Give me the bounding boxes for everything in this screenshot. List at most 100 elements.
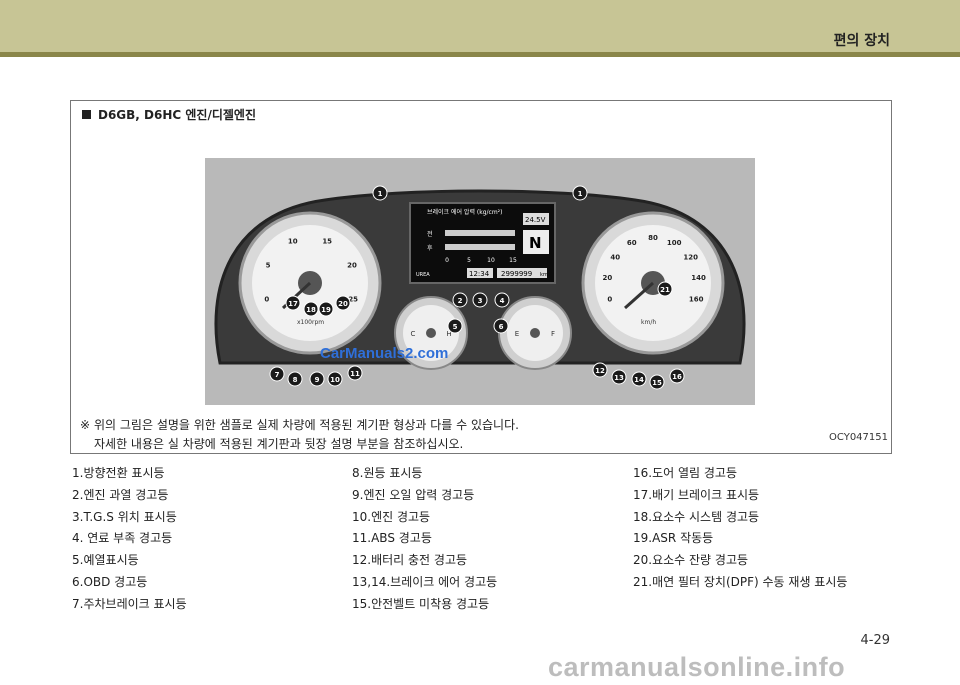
heading-bullet-square — [82, 110, 91, 119]
callout-number: 2 — [458, 297, 463, 305]
legend-item: 2.엔진 과열 경고등 — [72, 487, 169, 502]
legend-item: 9.엔진 오일 압력 경고등 — [352, 487, 475, 502]
callout-badge — [285, 295, 301, 311]
legend-item: 21.매연 필터 장치(DPF) 수동 재생 표시등 — [633, 574, 848, 589]
legend-item: 7.주차브레이크 표시등 — [72, 596, 187, 611]
legend-item: 10.엔진 경고등 — [352, 509, 431, 524]
speed-unit: km/h — [641, 319, 656, 326]
image-code: OCY047151 — [829, 432, 888, 443]
callout-badge — [669, 368, 685, 384]
callout-number: 6 — [499, 323, 504, 331]
rpm-tick-label: 20 — [347, 261, 357, 269]
rpm-tick-label: 10 — [288, 237, 298, 245]
header-band — [0, 0, 960, 52]
legend-item: 19.ASR 작동등 — [633, 531, 714, 546]
footer-watermark: carmanualsonline.info — [548, 652, 846, 682]
callout-number: 13 — [614, 374, 624, 382]
rpm-tick-label: 15 — [322, 237, 332, 245]
speed-tick-label: 80 — [648, 234, 658, 242]
note-line-2: 자세한 내용은 실 차량에 적용된 계기판과 뒷장 설명 부분을 참조하십시오. — [94, 437, 464, 451]
callout-badge — [572, 185, 588, 201]
speed-tick-label: 20 — [603, 274, 613, 282]
legend-item: 20.요소수 잔량 경고등 — [633, 553, 749, 568]
gauge-end-label: E — [515, 330, 519, 338]
legend-item: 5.예열표시등 — [72, 553, 139, 568]
callout-number: 18 — [306, 306, 316, 314]
box-heading: D6GB, D6HC 엔진/디젤엔진 — [82, 106, 256, 123]
callout-badge — [494, 292, 510, 308]
callout-badge — [611, 369, 627, 385]
callout-badge — [335, 295, 351, 311]
callout-number: 19 — [321, 306, 331, 314]
rpm-unit: x100rpm — [297, 319, 324, 326]
callout-badge — [631, 371, 647, 387]
box-heading-text: D6GB, D6HC 엔진/디젤엔진 — [98, 108, 257, 122]
callout-badge — [372, 185, 388, 201]
callout-badge — [309, 371, 325, 387]
callout-badge — [318, 301, 334, 317]
speed-tick-label: 40 — [610, 254, 620, 262]
legend-item: 18.요소수 시스템 경고등 — [633, 509, 760, 524]
speed-tick-label: 140 — [691, 274, 706, 282]
lcd-odometer-unit: km — [540, 272, 548, 278]
callout-badge — [472, 292, 488, 308]
legend-item: 3.T.G.S 위치 표시등 — [72, 509, 177, 524]
callout-number: 16 — [672, 373, 682, 381]
legend-item: 11.ABS 경고등 — [352, 531, 432, 546]
gauge-end-label: H — [446, 330, 451, 338]
instrument-cluster-drawing: 브레이크 에어 압력 (kg/cm²) 24.5V 전 후 N 12:34 29… — [205, 158, 755, 405]
lcd-odometer: 2999999 — [501, 270, 532, 278]
callout-number: 8 — [293, 376, 298, 384]
callout-badge — [493, 318, 509, 334]
callout-number: 20 — [338, 300, 348, 308]
legend-item: 12.배터리 충전 경고등 — [352, 553, 468, 568]
legend-column-3: 16.도어 열림 경고등 17.배기 브레이크 표시등 18.요소수 시스템 경… — [633, 463, 847, 594]
speed-tick-label: 120 — [683, 254, 698, 262]
rpm-tick-label: 25 — [348, 296, 358, 304]
rpm-tick-label: 0 — [264, 296, 269, 304]
legend-item: 15.안전벨트 미착용 경고등 — [352, 596, 490, 611]
urea-label: UREA — [416, 272, 430, 278]
callout-number: 4 — [500, 297, 505, 305]
figure-note: ※위의 그림은 설명을 위한 샘플로 실제 차량에 적용된 계기판 형상과 다를… — [80, 416, 519, 454]
callout-number: 15 — [652, 379, 662, 387]
callout-number: 12 — [595, 367, 605, 375]
legend-item: 13,14.브레이크 에어 경고등 — [352, 574, 498, 589]
lcd-scale-label: 5 — [467, 257, 471, 264]
instrument-cluster-image: 브레이크 에어 압력 (kg/cm²) 24.5V 전 후 N 12:34 29… — [205, 158, 755, 405]
rpm-tick-label: 5 — [266, 261, 271, 269]
legend-item: 1.방향전환 표시등 — [72, 466, 165, 480]
callout-number: 7 — [275, 371, 280, 379]
lcd-rear: 후 — [427, 244, 433, 252]
callout-number: 1 — [378, 190, 383, 198]
gauge-end-label: C — [411, 330, 416, 338]
legend-item: 17.배기 브레이크 표시등 — [633, 487, 760, 502]
lcd-scale-label: 10 — [487, 257, 495, 264]
callout-number: 5 — [453, 323, 458, 331]
legend-column-2: 8.원등 표시등 9.엔진 오일 압력 경고등 10.엔진 경고등 11.ABS… — [352, 463, 497, 616]
callout-badge — [269, 366, 285, 382]
callout-badge — [303, 301, 319, 317]
legend-item: 6.OBD 경고등 — [72, 574, 148, 589]
callout-badge — [649, 374, 665, 390]
page-number: 4-29 — [860, 633, 890, 648]
callout-badge — [592, 362, 608, 378]
lcd-front: 전 — [427, 230, 433, 238]
lcd-time: 12:34 — [469, 270, 490, 278]
callout-badge — [327, 371, 343, 387]
callout-number: 17 — [288, 300, 298, 308]
callout-badge — [657, 281, 673, 297]
callout-number: 9 — [315, 376, 320, 384]
lcd-gear: N — [529, 234, 542, 252]
header-rule — [0, 52, 960, 57]
legend-item: 8.원등 표시등 — [352, 466, 423, 480]
callout-badge — [287, 371, 303, 387]
legend-column-1: 1.방향전환 표시등 2.엔진 과열 경고등 3.T.G.S 위치 표시등 4.… — [72, 463, 187, 616]
callout-badge — [447, 318, 463, 334]
legend-item: 16.도어 열림 경고등 — [633, 466, 737, 480]
callout-number: 1 — [578, 190, 583, 198]
lcd-voltage: 24.5V — [525, 216, 546, 224]
